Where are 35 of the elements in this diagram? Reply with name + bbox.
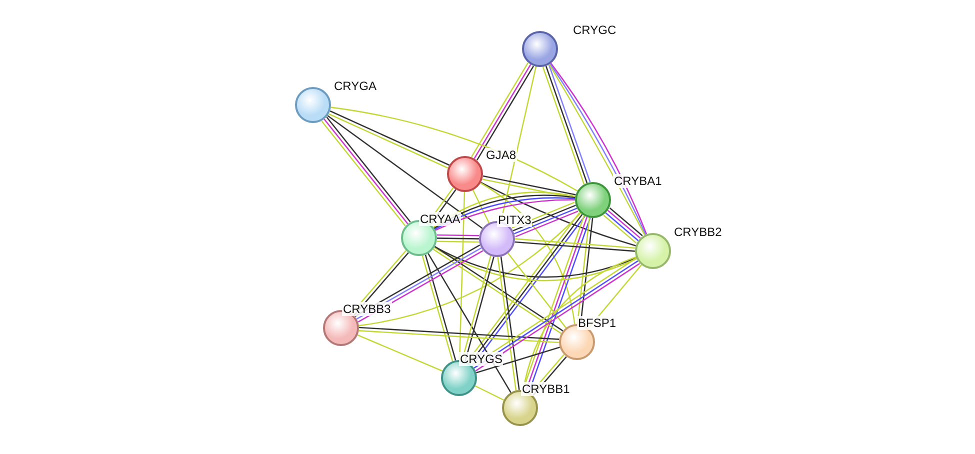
protein-label: CRYBB2 <box>673 225 723 239</box>
protein-node <box>447 156 483 192</box>
protein-node <box>575 182 611 218</box>
interaction-line <box>358 330 559 344</box>
protein-node <box>295 87 331 123</box>
protein-label: CRYGC <box>572 23 618 37</box>
protein-label: GJA8 <box>485 148 518 162</box>
protein-label: PITX3 <box>497 213 532 227</box>
protein-label: CRYBA1 <box>613 174 663 188</box>
interaction-line <box>327 115 483 229</box>
protein-label: CRYGA <box>333 79 378 93</box>
protein-node <box>522 31 558 67</box>
interaction-line <box>515 238 636 249</box>
interaction-line <box>437 240 479 243</box>
interaction-line <box>480 182 636 246</box>
protein-label: CRYAA <box>419 212 462 226</box>
interaction-line <box>359 326 560 340</box>
interaction-line <box>330 106 578 192</box>
protein-node <box>635 233 671 269</box>
interaction-line <box>480 182 576 324</box>
protein-label: BFSP1 <box>577 316 618 330</box>
interaction-line <box>428 253 512 393</box>
interaction-line <box>357 334 443 372</box>
interaction-line <box>472 190 490 224</box>
protein-label: CRYBB3 <box>342 302 392 316</box>
interaction-line <box>507 252 567 328</box>
protein-label: CRYBB1 <box>521 382 571 396</box>
interaction-line <box>476 346 560 374</box>
interaction-line <box>474 385 504 401</box>
interaction-line <box>358 212 582 326</box>
interaction-line <box>482 175 576 196</box>
interaction-line <box>437 234 479 236</box>
protein-label: CRYGS <box>459 352 504 366</box>
interaction-line <box>514 241 635 252</box>
interaction-line <box>437 238 479 240</box>
